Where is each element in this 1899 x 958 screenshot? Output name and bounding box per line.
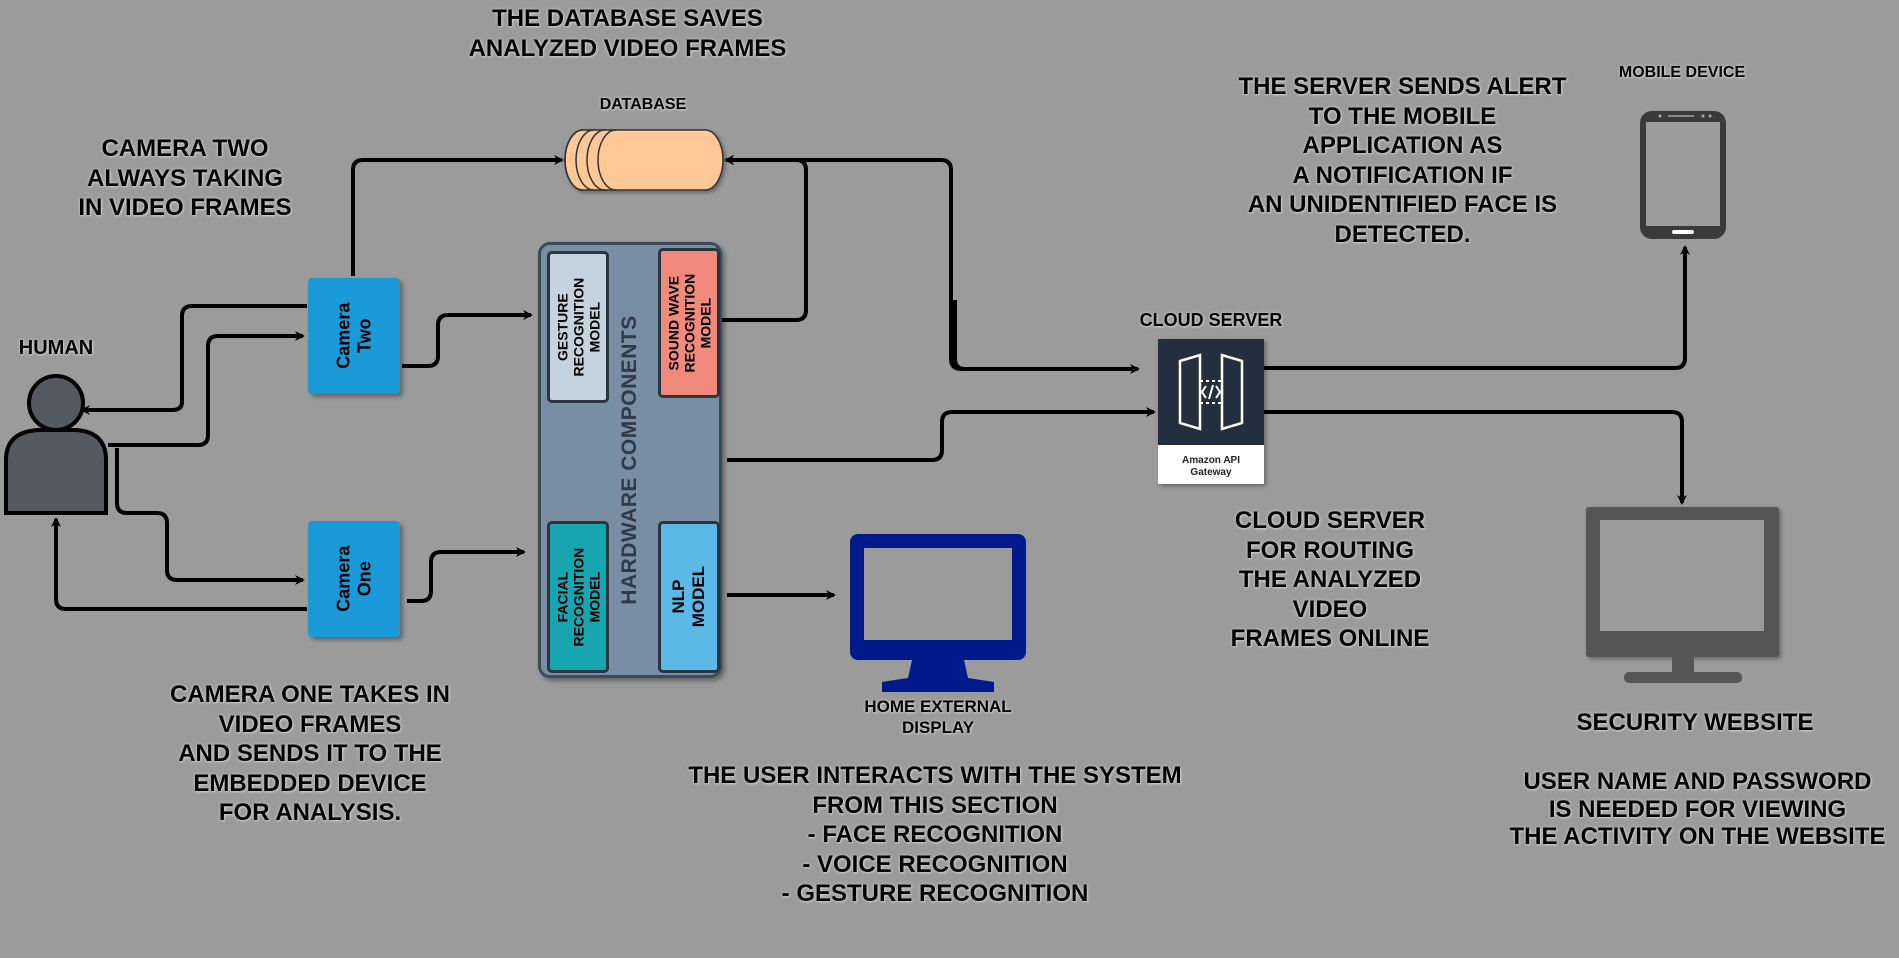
database-note: THE DATABASE SAVES ANALYZED VIDEO FRAMES [468,5,787,62]
connector-camera-one-hardware [407,547,526,603]
security-monitor-icon [1586,507,1779,683]
mobile-device-icon [1640,111,1726,239]
sound-wave-model-label: SOUND WAVE RECOGNITION MODEL [664,273,714,373]
connector-cloud-website [1264,410,1687,505]
facial-recognition-model: FACIAL RECOGNITION MODEL [547,521,609,673]
camera-one-note: CAMERA ONE TAKES IN VIDEO FRAMES AND SEN… [169,681,450,827]
gesture-model: GESTURE RECOGNITION MODEL [547,251,609,403]
nlp-model: NLP MODEL [658,521,720,673]
cloud-server-label: CLOUD SERVER [1139,310,1283,330]
connector-database-cloud [953,300,1140,374]
connector-camera-two-hardware [402,310,533,368]
server-alert-note: THE SERVER SENDS ALERT TO THE MOBILE APP… [1238,73,1567,248]
nlp-model-label: NLP MODEL [669,566,709,628]
home-display-icon [850,534,1026,692]
camera-two-label: Camera Two [333,302,374,370]
mobile-device-label: MOBILE DEVICE [1618,64,1746,81]
connector-cloud-mobile [1264,245,1690,370]
security-website-title: SECURITY WEBSITE [1576,709,1814,736]
gesture-model-label: GESTURE RECOGNITION MODEL [553,277,603,377]
home-display-label: HOME EXTERNAL DISPLAY [864,697,1012,737]
api-gateway: Amazon API Gateway [1158,339,1264,484]
sound-wave-model: SOUND WAVE RECOGNITION MODEL [658,248,720,398]
database-label: DATABASE [599,96,687,113]
camera-one: Camera One [308,521,400,637]
human-label: HUMAN [18,337,94,359]
connector-camera-two-human [80,304,307,415]
api-gateway-icon [1158,339,1264,445]
connector-camera-one-human [51,517,307,611]
connector-hardware-cloud [727,407,1156,462]
database-cylinder [564,129,724,191]
connector-camera-two-database [351,155,564,276]
camera-one-label: Camera One [333,545,374,613]
credentials-note: USER NAME AND PASSWORD IS NEEDED FOR VIE… [1509,768,1886,851]
connector-hardware-database [720,155,808,322]
connector-cloud-database [724,155,1138,371]
user-interaction-note: THE USER INTERACTS WITH THE SYSTEM FROM … [688,762,1182,908]
connector-human-camera-one [115,448,305,585]
hardware-components-title: HARDWARE COMPONENTS [618,315,641,605]
cloud-routing-note: CLOUD SERVER FOR ROUTING THE ANALYZED VI… [1230,507,1430,653]
camera-two: Camera Two [308,278,400,394]
camera-two-note: CAMERA TWO ALWAYS TAKING IN VIDEO FRAMES [78,135,292,222]
connector-human-camera-two [108,331,305,447]
api-gateway-label: Amazon API Gateway [1182,455,1240,478]
facial-recognition-model-label: FACIAL RECOGNITION MODEL [553,547,603,647]
human-icon [4,374,108,515]
hardware-components-block: GESTURE RECOGNITION MODEL SOUND WAVE REC… [538,242,722,678]
